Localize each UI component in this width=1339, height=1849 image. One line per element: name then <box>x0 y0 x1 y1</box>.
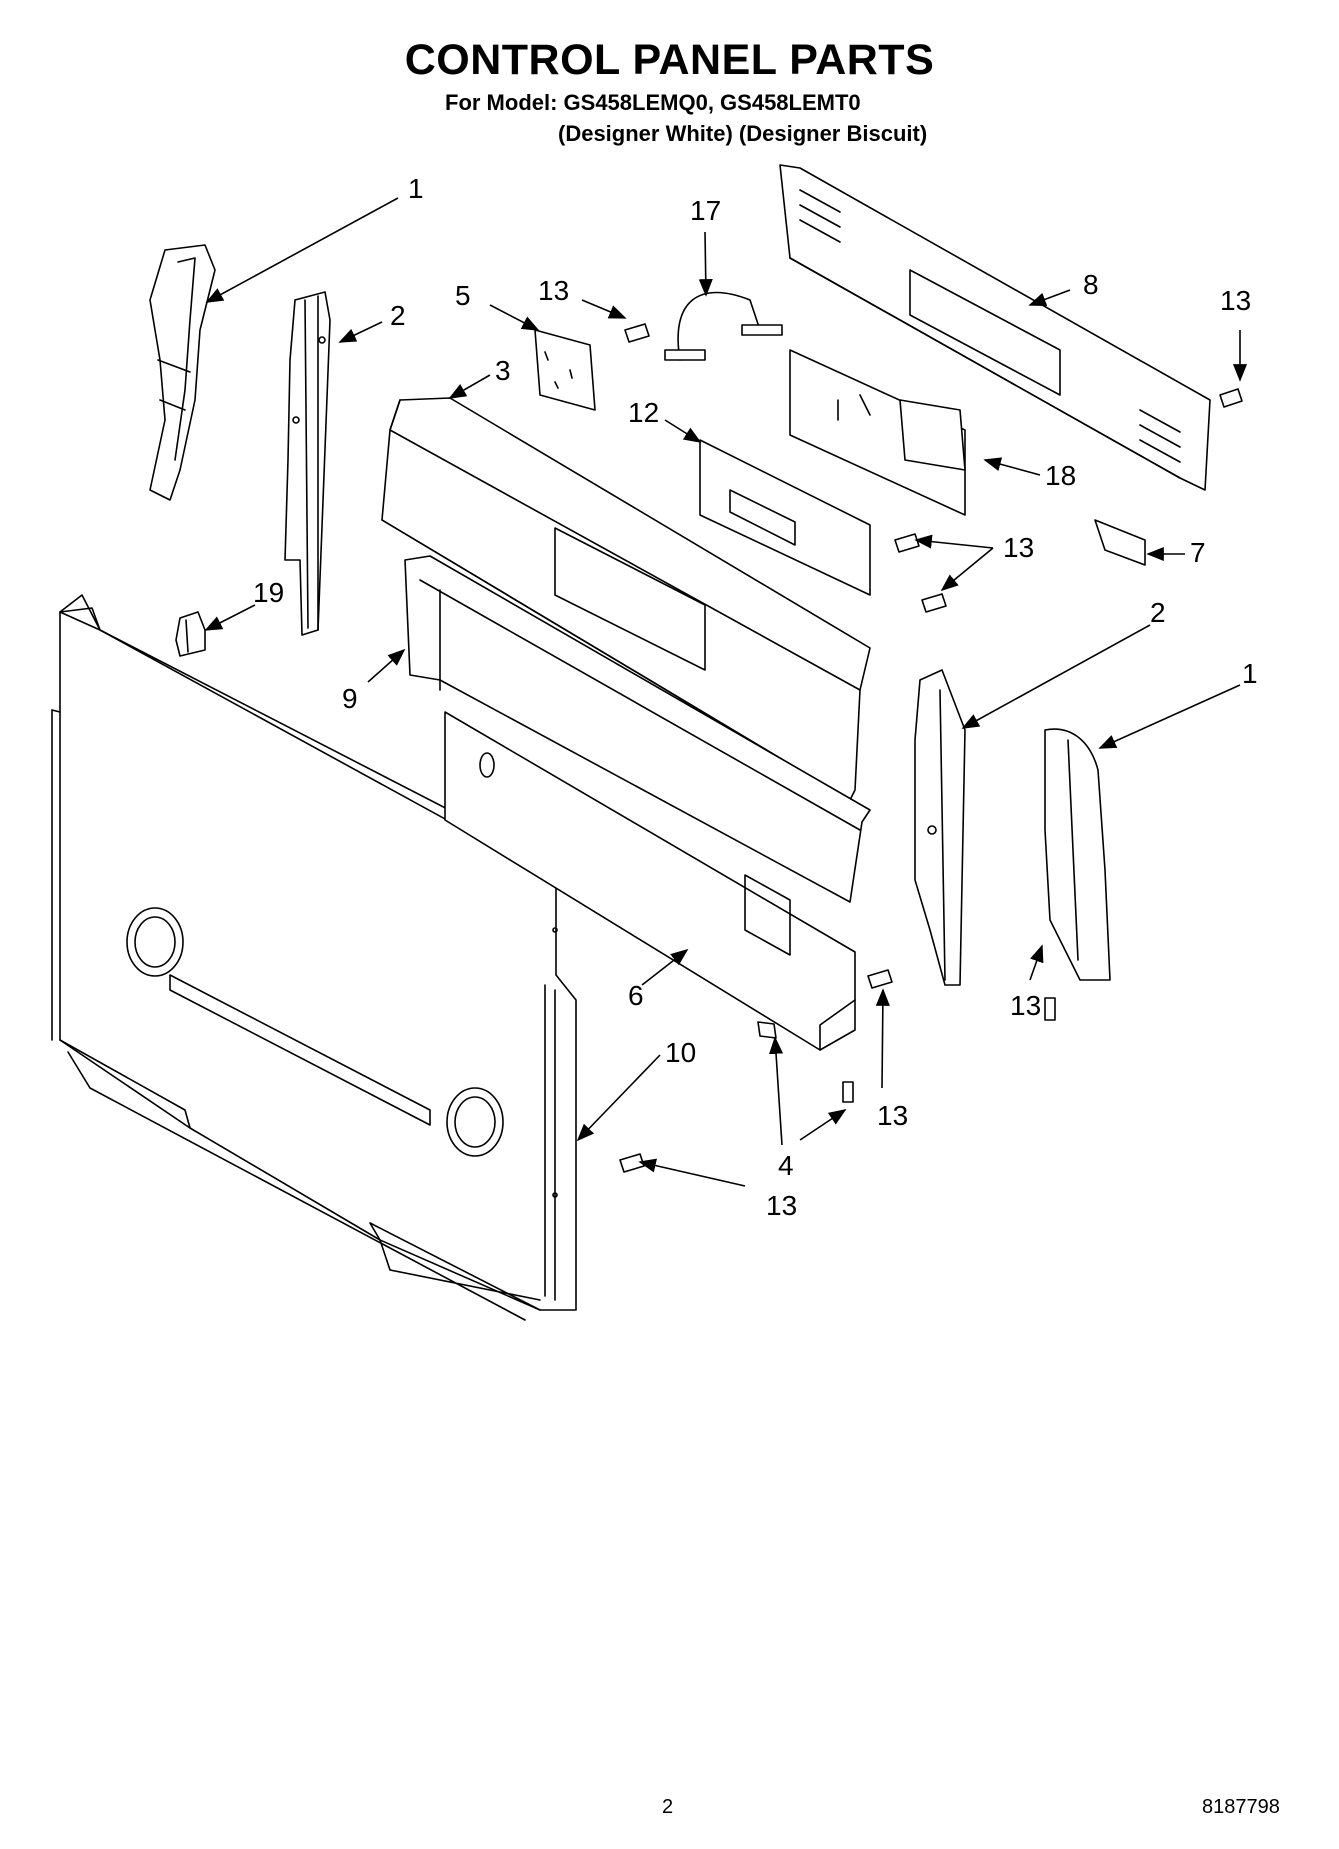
callout-13-d: 13 <box>1010 990 1041 1021</box>
callout-1-right: 1 <box>1242 658 1258 689</box>
callout-19: 19 <box>253 577 284 608</box>
callout-17: 17 <box>690 195 721 226</box>
part-9-trim <box>404 555 871 903</box>
part-8-rear-bracket <box>779 164 1211 491</box>
callout-13-c: 13 <box>1003 532 1034 563</box>
callout-13-e: 13 <box>877 1100 908 1131</box>
screws <box>619 323 1243 1173</box>
callout-2-right: 2 <box>1150 597 1166 628</box>
callout-13-b: 13 <box>1220 285 1251 316</box>
model-line: For Model: GS458LEMQ0, GS458LEMT0 <box>445 90 861 115</box>
part-7-clip <box>1094 519 1146 566</box>
callout-2-left: 2 <box>390 300 406 331</box>
page-number: 2 <box>662 1796 674 1818</box>
callout-labels: 1 2 5 13 17 8 13 3 12 18 13 7 19 9 2 1 6… <box>253 173 1258 1221</box>
callout-6: 6 <box>628 980 644 1011</box>
callout-9: 9 <box>342 683 358 714</box>
callout-12: 12 <box>628 397 659 428</box>
part-12-control-board <box>699 439 871 596</box>
variant-line: (Designer White) (Designer Biscuit) <box>558 121 928 146</box>
part-2-right-bracket <box>914 669 966 986</box>
callout-3: 3 <box>495 355 511 386</box>
callout-4: 4 <box>778 1150 794 1181</box>
page-title: CONTROL PANEL PARTS <box>404 36 935 84</box>
part-10-back-panel <box>51 594 577 1321</box>
part-5-board <box>534 329 596 411</box>
callout-13-a: 13 <box>538 275 569 306</box>
callout-7: 7 <box>1190 537 1206 568</box>
callout-18: 18 <box>1045 460 1076 491</box>
part-2-left-bracket <box>284 291 331 636</box>
part-1-right-endcap <box>1044 728 1111 981</box>
part-17-harness <box>664 291 783 361</box>
part-19-clip <box>175 611 206 657</box>
callout-13-f: 13 <box>766 1190 797 1221</box>
callout-1-left: 1 <box>408 173 424 204</box>
callout-5: 5 <box>455 280 471 311</box>
part-6-mounting-panel <box>444 711 856 1051</box>
part-18-relay <box>789 349 966 516</box>
leader-arrows <box>204 197 1248 1187</box>
callout-10: 10 <box>665 1037 696 1068</box>
callout-8: 8 <box>1083 269 1099 300</box>
part-1-left-endcap <box>149 244 216 501</box>
document-number: 8187798 <box>1202 1796 1280 1818</box>
